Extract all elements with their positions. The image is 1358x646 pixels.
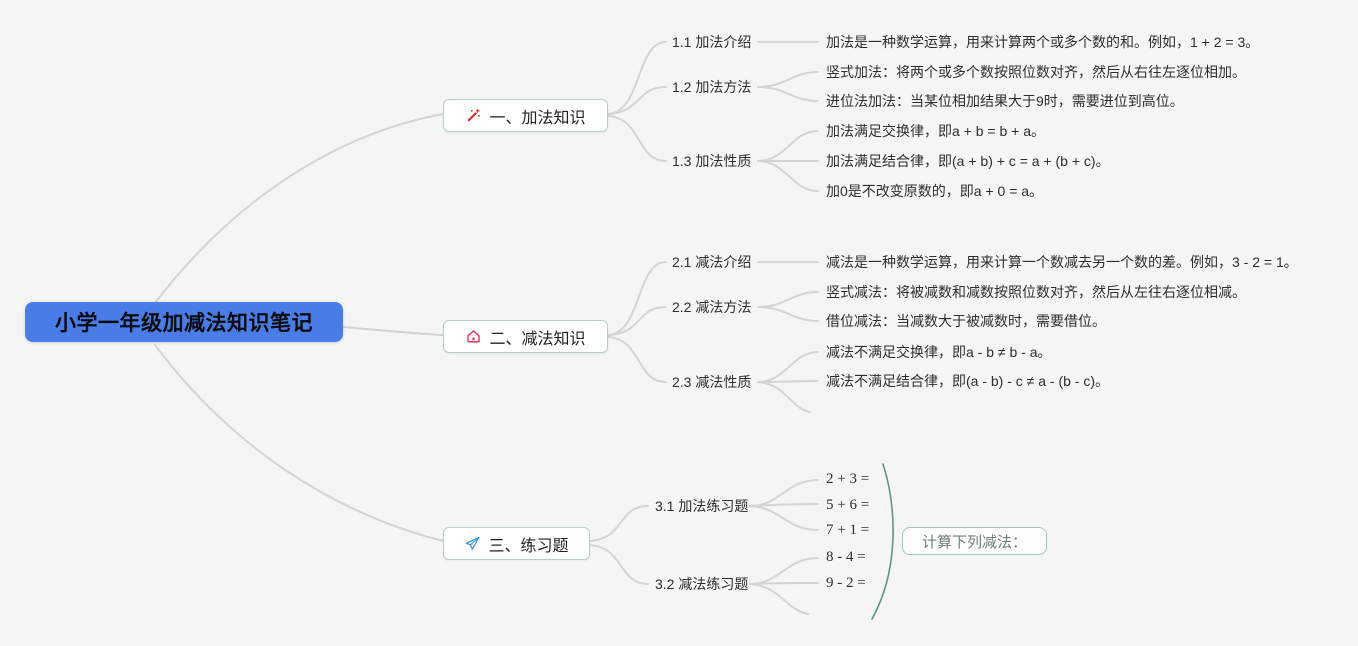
branch-node-addition[interactable]: 一、加法知识 [443,99,608,132]
branch3-connectors [589,479,819,615]
house-icon [467,330,481,343]
branch-node-exercises[interactable]: 三、练习题 [443,527,590,560]
connector-path [757,160,819,192]
connector-path [607,336,667,383]
root-branch-connectors [154,113,444,542]
connector-path [757,86,819,102]
leaf-addition-property-1[interactable]: 加法满足交换律，即a + b = b + a。 [826,123,1046,139]
connector-path [757,381,811,413]
connector-path [607,306,667,336]
subtopic-2-3[interactable]: 2.3 减法性质 [672,374,752,390]
connector-path [757,130,819,162]
connector-path [749,505,819,531]
connector-path [757,71,819,88]
leaf-subtraction-method-1[interactable]: 竖式减法：将被减数和减数按照位数对齐，然后从左往右逐位相减。 [826,284,1246,300]
subtopic-1-2[interactable]: 1.2 加法方法 [672,79,752,95]
connector-path [589,505,649,542]
connector-path [607,86,667,115]
connector-path [607,261,667,336]
branch-label: 一、加法知识 [489,109,586,127]
connector-path [757,380,819,383]
connector-path [749,582,819,585]
leaf-addition-method-2[interactable]: 进位法加法：当某位相加结果大于9时，需要进位到高位。 [826,93,1184,109]
connector-path [607,41,667,115]
connector-path [757,351,819,383]
branch2-connectors [607,261,819,413]
leaf-addition-exercise-2[interactable]: 5 + 6 = [826,497,870,513]
connector-path [749,479,819,507]
connector-path [757,291,819,308]
subtopic-2-1[interactable]: 2.1 减法介绍 [672,254,752,270]
branch-label: 三、练习题 [488,537,569,555]
leaf-addition-method-1[interactable]: 竖式加法：将两个或多个数按照位数对齐，然后从右往左逐位相加。 [826,64,1246,80]
leaf-addition-exercise-3[interactable]: 7 + 1 = [826,522,870,538]
leaf-addition-intro[interactable]: 加法是一种数学运算，用来计算两个或多个数的和。例如，1 + 2 = 3。 [826,34,1260,50]
connector-root-branch1 [154,113,444,304]
branch-node-subtraction[interactable]: 二、减法知识 [443,320,608,353]
summary-node[interactable]: 计算下列减法： [902,527,1047,555]
leaf-subtraction-method-2[interactable]: 借位减法：当减数大于被减数时，需要借位。 [826,313,1106,329]
leaf-subtraction-property-1[interactable]: 减法不满足交换律，即a - b ≠ b - a。 [826,344,1052,360]
magic-wand-icon [468,108,481,122]
connector-root-branch3 [154,344,444,542]
branch1-connectors [607,41,819,192]
branch-label: 二、减法知识 [489,330,586,348]
leaf-subtraction-exercise-2[interactable]: 9 - 2 = [826,575,866,591]
subtopic-3-2[interactable]: 3.2 减法练习题 [655,576,749,592]
root-node[interactable]: 小学一年级加减法知识笔记 [25,302,343,342]
subtopic-3-1[interactable]: 3.1 加法练习题 [655,498,749,514]
leaf-subtraction-exercise-1[interactable]: 8 - 4 = [826,549,866,565]
leaf-addition-property-3[interactable]: 加0是不改变原数的，即a + 0 = a。 [826,183,1044,199]
connector-path [757,306,819,322]
connector-root-branch2 [342,326,444,336]
subtopic-2-2[interactable]: 2.2 减法方法 [672,299,752,315]
leaf-subtraction-intro[interactable]: 减法是一种数学运算，用来计算一个数减去另一个数的差。例如，3 - 2 = 1。 [826,254,1298,270]
leaf-addition-exercise-1[interactable]: 2 + 3 = [826,471,870,487]
subtopic-1-3[interactable]: 1.3 加法性质 [672,153,752,169]
connector-path [589,544,649,585]
summary-bracket [871,463,894,620]
connector-path [749,557,819,585]
leaf-addition-property-2[interactable]: 加法满足结合律，即(a + b) + c = a + (b + c)。 [826,153,1110,169]
paper-plane-icon [466,536,480,550]
connector-path [749,583,809,615]
subtopic-1-1[interactable]: 1.1 加法介绍 [672,34,752,50]
connector-path [607,115,667,162]
leaf-subtraction-property-2[interactable]: 减法不满足结合律，即(a - b) - c ≠ a - (b - c)。 [826,373,1110,389]
